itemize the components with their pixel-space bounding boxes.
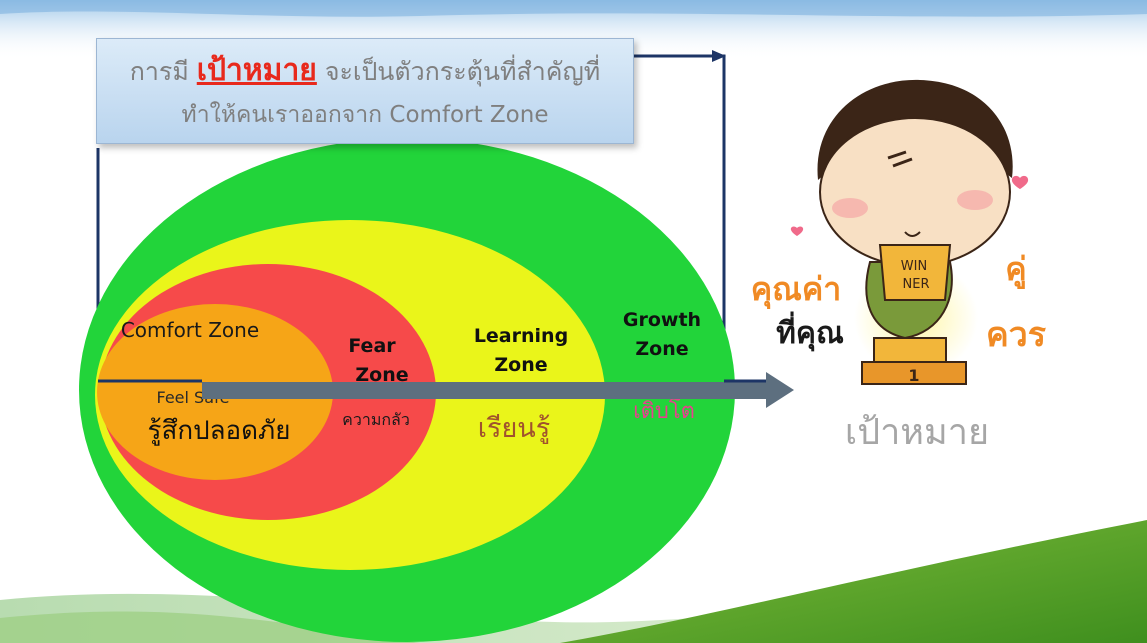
learning-zone-sub-th: เรียนรู้ bbox=[478, 413, 551, 444]
fear-zone-title-1: Fear bbox=[348, 335, 396, 357]
fear-zone-title-2: Zone bbox=[355, 364, 408, 386]
callout-suffix: จะเป็นตัวกระตุ้นที่สำคัญที่ bbox=[316, 57, 601, 86]
podium-top bbox=[873, 337, 947, 365]
front-hill bbox=[560, 520, 1147, 643]
growth-zone-sub-th: เติบโต bbox=[633, 398, 695, 424]
cheek-left bbox=[832, 198, 868, 218]
callout-line-1: การมี เป้าหมาย จะเป็นตัวกระตุ้นที่สำคัญท… bbox=[97, 47, 633, 94]
callout-line-2: ทำให้คนเราออกจาก Comfort Zone bbox=[181, 102, 549, 128]
deserve-text-1: คู่ bbox=[1005, 250, 1026, 290]
worth-text-1: คุณค่า bbox=[751, 270, 841, 310]
growth-zone-title-2: Zone bbox=[635, 338, 688, 360]
heart-icon bbox=[1011, 175, 1029, 189]
trophy-text-2: NER bbox=[903, 277, 930, 292]
learning-zone-title-1: Learning bbox=[474, 325, 568, 347]
sky-stripe bbox=[0, 0, 1147, 17]
podium-number: 1 bbox=[908, 366, 919, 385]
trophy-text-1: WIN bbox=[901, 259, 927, 274]
growth-zone-title-1: Growth bbox=[623, 309, 701, 331]
goal-label: เป้าหมาย bbox=[845, 412, 989, 453]
worth-text-2: ที่คุณ bbox=[776, 311, 844, 352]
eye-marks bbox=[887, 150, 913, 168]
connector-arrowhead bbox=[712, 50, 726, 62]
mouth bbox=[904, 231, 921, 237]
cheek-right bbox=[957, 190, 993, 210]
winner-illustration: WIN NER 1 คุณค่า ที่คุณ คู่ ควร bbox=[751, 79, 1047, 385]
podium-base bbox=[861, 361, 967, 385]
trophy bbox=[878, 244, 952, 301]
progress-arrow-shaft bbox=[202, 382, 768, 399]
deserve-text-2: ควร bbox=[986, 315, 1047, 355]
progress-arrow-head bbox=[766, 372, 794, 408]
heart-icon-small bbox=[790, 226, 804, 236]
callout-prefix: การมี bbox=[129, 57, 197, 86]
comfort-zone-title: Comfort Zone bbox=[121, 318, 259, 342]
fear-zone-sub-th: ความกลัว bbox=[342, 410, 410, 429]
callout-highlight: เป้าหมาย bbox=[196, 53, 317, 88]
learning-zone-title-2: Zone bbox=[494, 354, 547, 376]
comfort-zone-sub-th: รู้สึกปลอดภัย bbox=[148, 416, 291, 446]
left-hill bbox=[0, 611, 420, 643]
callout-box: การมี เป้าหมาย จะเป็นตัวกระตุ้นที่สำคัญท… bbox=[96, 38, 634, 144]
